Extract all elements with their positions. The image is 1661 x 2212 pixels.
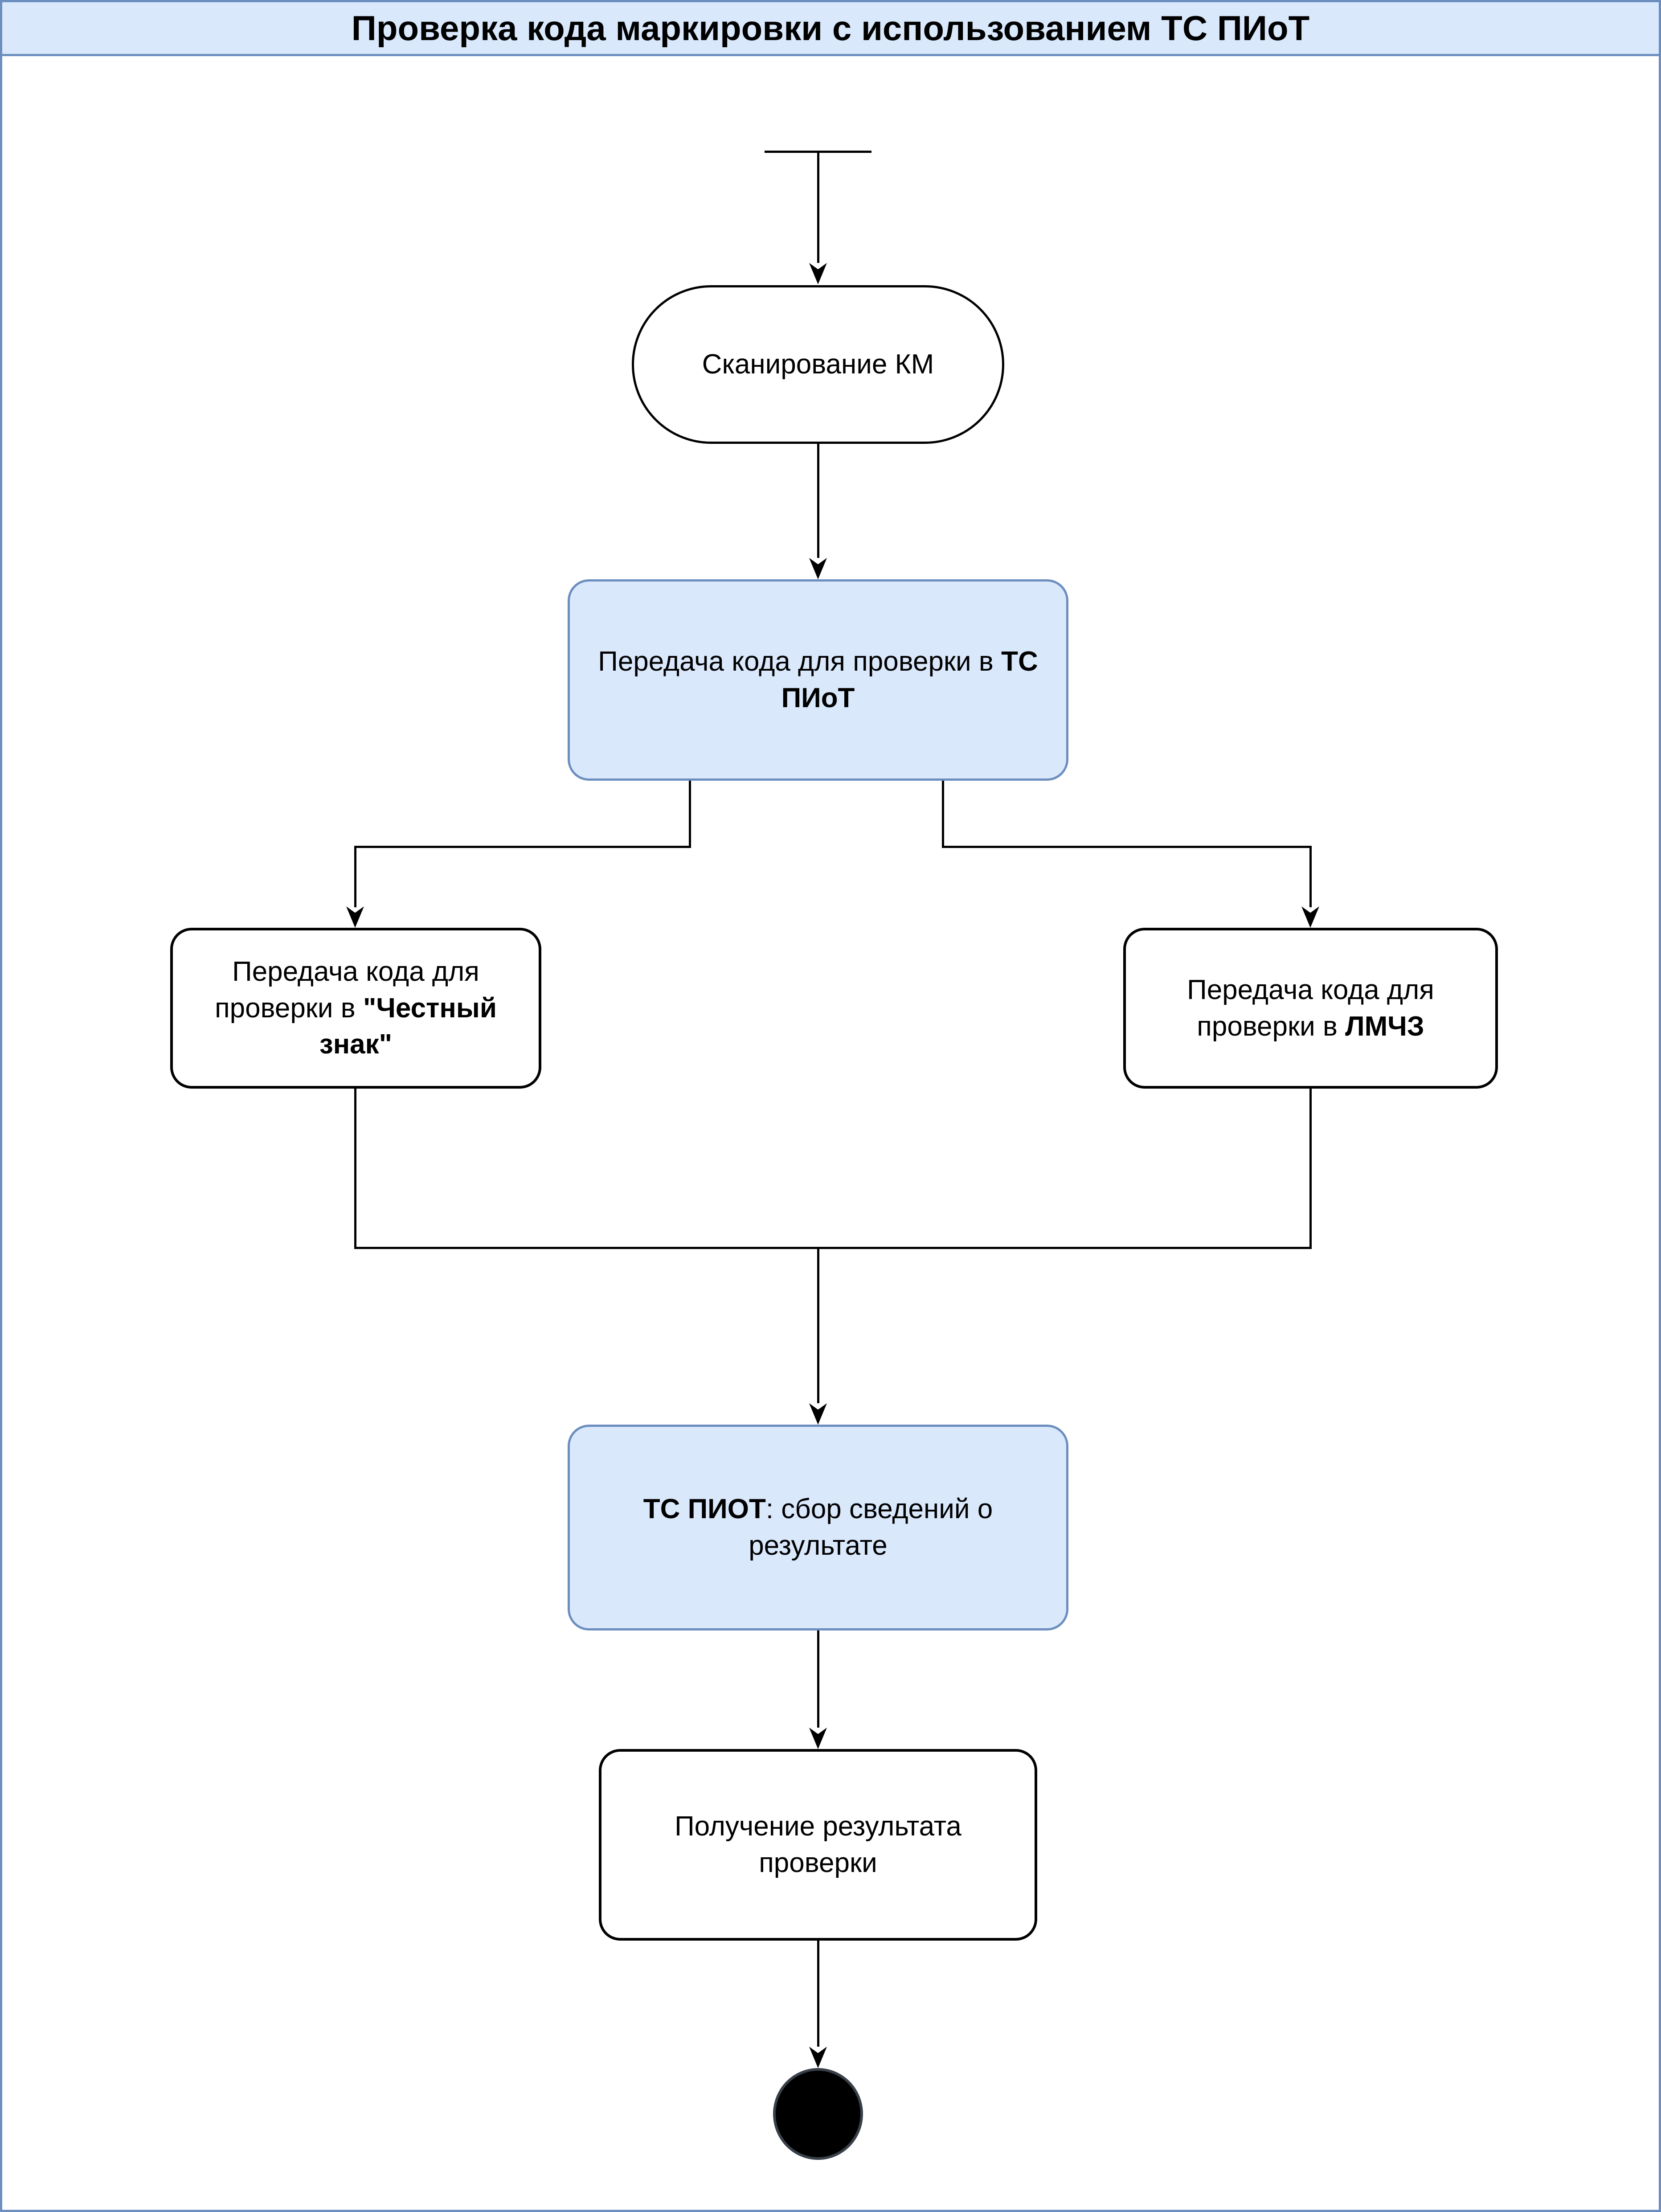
edge-result-to-end-line — [817, 1941, 819, 2047]
node-scan-km: Сканирование КМ — [632, 285, 1004, 444]
arrowhead-down-icon — [346, 906, 364, 928]
edge-merge-left-line — [354, 1089, 356, 1249]
edge-branch-right-line — [942, 846, 1312, 848]
diagram-title-bar: Проверка кода маркировки с использование… — [2, 2, 1659, 56]
edge-merge-to-collect-line — [817, 1249, 819, 1403]
edge-start-to-scan-line — [817, 151, 819, 263]
edge-merge-right-line — [1309, 1089, 1312, 1249]
end-node — [773, 2068, 863, 2160]
arrowhead-down-icon — [809, 1728, 827, 1749]
edge-branch-left-line — [354, 846, 691, 848]
arrowhead-down-icon — [809, 558, 827, 579]
arrowhead-down-icon — [1301, 906, 1319, 928]
edge-merge-line — [354, 1247, 1312, 1249]
edge-scan-to-piot-line — [817, 444, 819, 558]
edge-branch-right-line — [942, 781, 944, 848]
edge-branch-right-line — [1309, 846, 1312, 907]
edge-branch-left-line — [354, 846, 356, 907]
diagram-title: Проверка кода маркировки с использование… — [351, 8, 1310, 48]
node-scan-km-label: Сканирование КМ — [702, 349, 934, 380]
arrowhead-down-icon — [809, 263, 827, 284]
edge-branch-left-line — [689, 781, 691, 848]
edge-collect-to-result-line — [817, 1630, 819, 1728]
arrowhead-down-icon — [809, 2047, 827, 2068]
arrowhead-down-icon — [809, 1403, 827, 1425]
